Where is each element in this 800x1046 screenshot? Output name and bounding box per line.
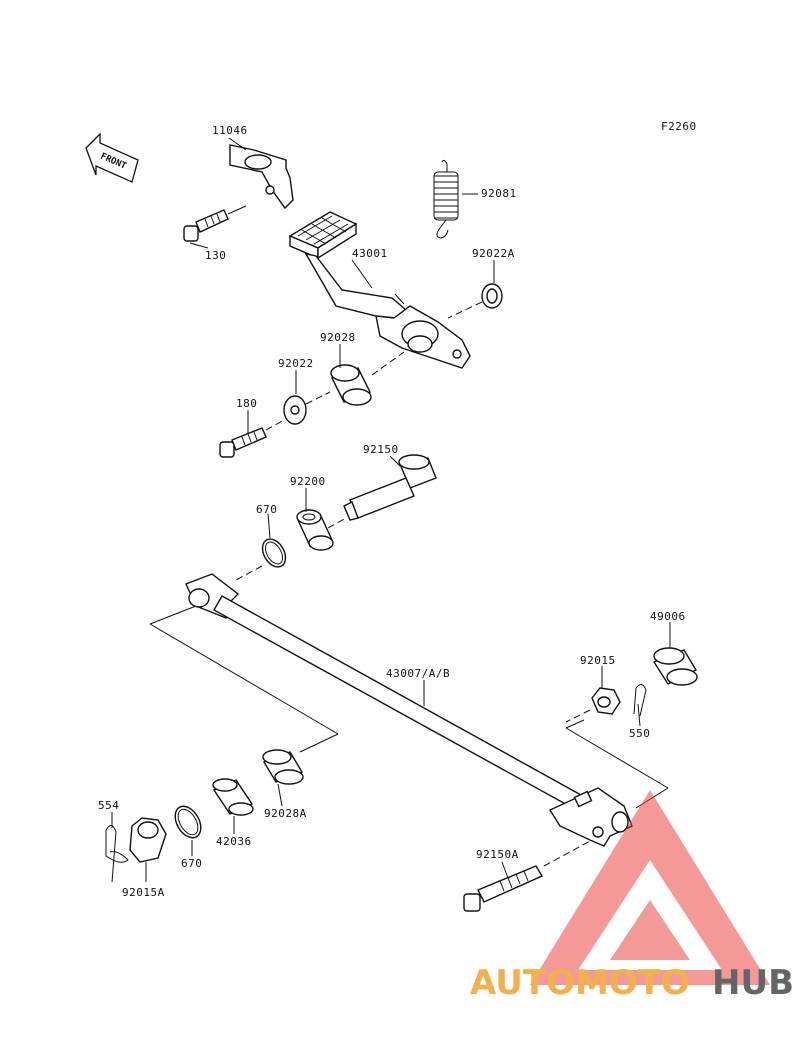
label-92028A: 92028A (264, 807, 307, 820)
part-92015A-nut (129, 817, 167, 882)
label-92015A: 92015A (122, 886, 165, 899)
label-43007: 43007/A/B (386, 667, 450, 680)
part-180-bolt (219, 410, 285, 458)
part-92081-spring (433, 159, 478, 239)
watermark-text-automoto: AUTOMOTO (470, 963, 690, 1003)
watermark-text-hub: HUB (712, 963, 794, 1003)
part-92200-washer (296, 488, 347, 551)
watermark-triangle-icon (530, 790, 770, 985)
part-49006-rubber (652, 622, 698, 686)
label-11046: 11046 (212, 124, 248, 137)
part-92022-washer (283, 370, 331, 425)
part-11046-bracket (228, 137, 294, 210)
front-arrow-icon: FRONT (85, 132, 139, 183)
watermark-logo: AUTOMOTO HUB (470, 790, 794, 1003)
part-92015-nut (565, 666, 621, 723)
label-130: 130 (205, 249, 226, 262)
part-92150A-bolt (463, 839, 593, 912)
part-42036-collar (212, 778, 254, 834)
part-670-lower-ring (174, 805, 202, 856)
part-92028-sleeve (330, 344, 405, 406)
part-550-cotter-pin (633, 684, 647, 727)
label-92150A: 92150A (476, 848, 519, 861)
label-92081: 92081 (481, 187, 517, 200)
label-550: 550 (629, 727, 650, 740)
label-92150: 92150 (363, 443, 399, 456)
part-92028A-sleeve (262, 749, 304, 807)
label-670-upper: 670 (256, 503, 277, 516)
label-92022: 92022 (278, 357, 314, 370)
part-670-upper-ring (235, 513, 287, 581)
label-554: 554 (98, 799, 119, 812)
label-43001: 43001 (352, 247, 388, 260)
figure-code: F2260 (661, 120, 697, 133)
label-92200: 92200 (290, 475, 326, 488)
label-49006: 49006 (650, 610, 686, 623)
label-92028: 92028 (320, 331, 356, 344)
label-180: 180 (236, 397, 257, 410)
label-92015: 92015 (580, 654, 616, 667)
label-92022A: 92022A (472, 247, 515, 260)
part-92022A-washer (447, 260, 503, 319)
part-130-bolt (183, 205, 247, 249)
part-554-clip (105, 812, 129, 883)
part-92150-bolt (343, 454, 437, 521)
part-43001-brake-pedal (288, 211, 471, 369)
part-43007-rod (149, 573, 669, 847)
label-42036: 42036 (216, 835, 252, 848)
label-670-lower: 670 (181, 857, 202, 870)
